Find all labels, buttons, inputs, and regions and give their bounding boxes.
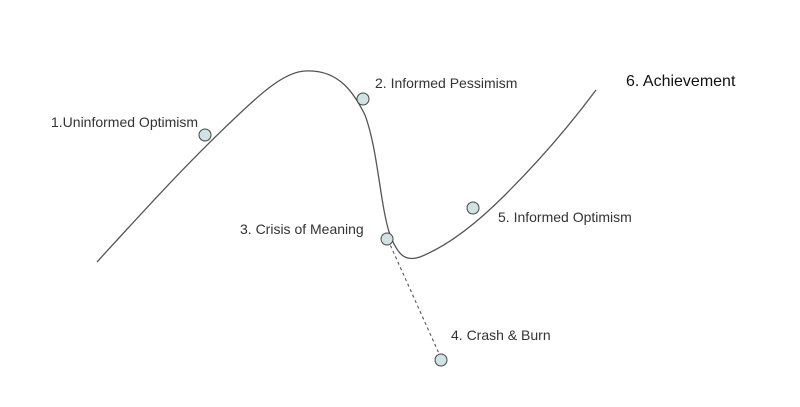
stage-2-marker	[356, 92, 370, 106]
stage-4-marker	[434, 353, 448, 367]
stage-3-label: 3. Crisis of Meaning	[240, 221, 364, 237]
stage-1-marker	[198, 128, 212, 142]
stage-4-label: 4. Crash & Burn	[451, 327, 551, 343]
stage-6-label: 6. Achievement	[626, 73, 736, 90]
stage-5-label: 5. Informed Optimism	[498, 209, 632, 225]
stage-2-label: 2. Informed Pessimism	[375, 75, 518, 91]
stage-3-marker	[380, 232, 394, 246]
stage-1-label: 1.Uninformed Optimism	[51, 114, 199, 130]
emotional-cycle-curve	[96, 70, 597, 263]
stage-5-marker	[466, 201, 480, 215]
